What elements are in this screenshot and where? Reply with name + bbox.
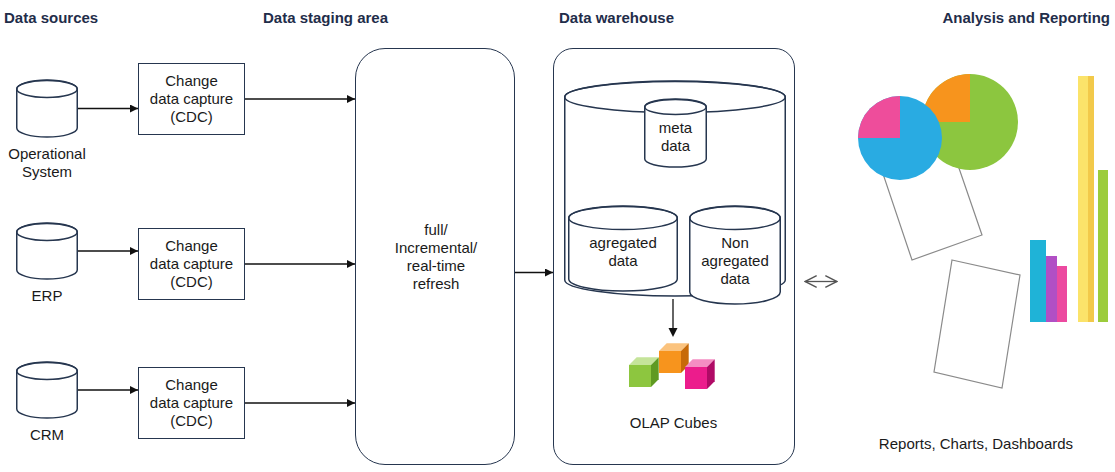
flow-arrow <box>515 272 553 273</box>
column-heading: Analysis and Reporting <box>942 9 1110 26</box>
source-database: Operational System <box>16 80 78 137</box>
node-text: meta data <box>648 119 703 155</box>
chart-illustration <box>840 70 1112 400</box>
column-heading: Data warehouse <box>559 9 674 27</box>
flow-arrow <box>245 402 355 403</box>
data-store: Non agregated data <box>689 206 781 304</box>
data-store: meta data <box>644 99 707 167</box>
node-text: full/ Incremental/ real-time refresh <box>386 221 486 293</box>
node-text: Change data capture (CDC) <box>149 72 234 126</box>
node-text: Change data capture (CDC) <box>149 237 234 291</box>
node-caption: ERP <box>4 287 90 305</box>
source-database: CRM <box>16 362 78 418</box>
cube-icons <box>601 339 746 401</box>
node-text: agregated data <box>581 234 665 270</box>
source-database: ERP <box>16 223 78 279</box>
report-illustration: Reports, Charts, Dashboards <box>840 70 1112 455</box>
flow-arrow <box>78 108 138 109</box>
cylinder-shape <box>16 80 78 137</box>
process-box: Change data capture (CDC) <box>138 63 245 135</box>
cylinder-shape <box>16 362 78 418</box>
data-store: agregated data <box>568 206 678 291</box>
process-box: Change data capture (CDC) <box>138 228 245 300</box>
olap-cubes: OLAP Cubes <box>601 339 746 434</box>
node-caption: OLAP Cubes <box>601 414 746 432</box>
node-caption: CRM <box>4 426 90 444</box>
flow-arrow <box>245 263 355 264</box>
process-box: Change data capture (CDC) <box>138 367 245 439</box>
node-text: Non agregated data <box>693 234 777 288</box>
column-heading: Data sources <box>4 9 98 26</box>
warehouse-panel: Data warehousemeta dataagregated dataNon… <box>553 48 795 465</box>
flow-arrow <box>245 98 355 99</box>
node-caption: Reports, Charts, Dashboards <box>840 435 1112 453</box>
node-caption: Operational System <box>4 145 90 181</box>
node-text: Change data capture (CDC) <box>149 376 234 430</box>
flow-arrow <box>805 281 837 282</box>
flow-arrow <box>78 250 138 251</box>
flow-arrow <box>78 389 138 390</box>
cylinder-shape <box>16 223 78 279</box>
staging-area: Data staging areafull/ Incremental/ real… <box>355 48 515 465</box>
flow-arrow <box>663 297 683 342</box>
column-heading: Data staging area <box>263 9 388 27</box>
